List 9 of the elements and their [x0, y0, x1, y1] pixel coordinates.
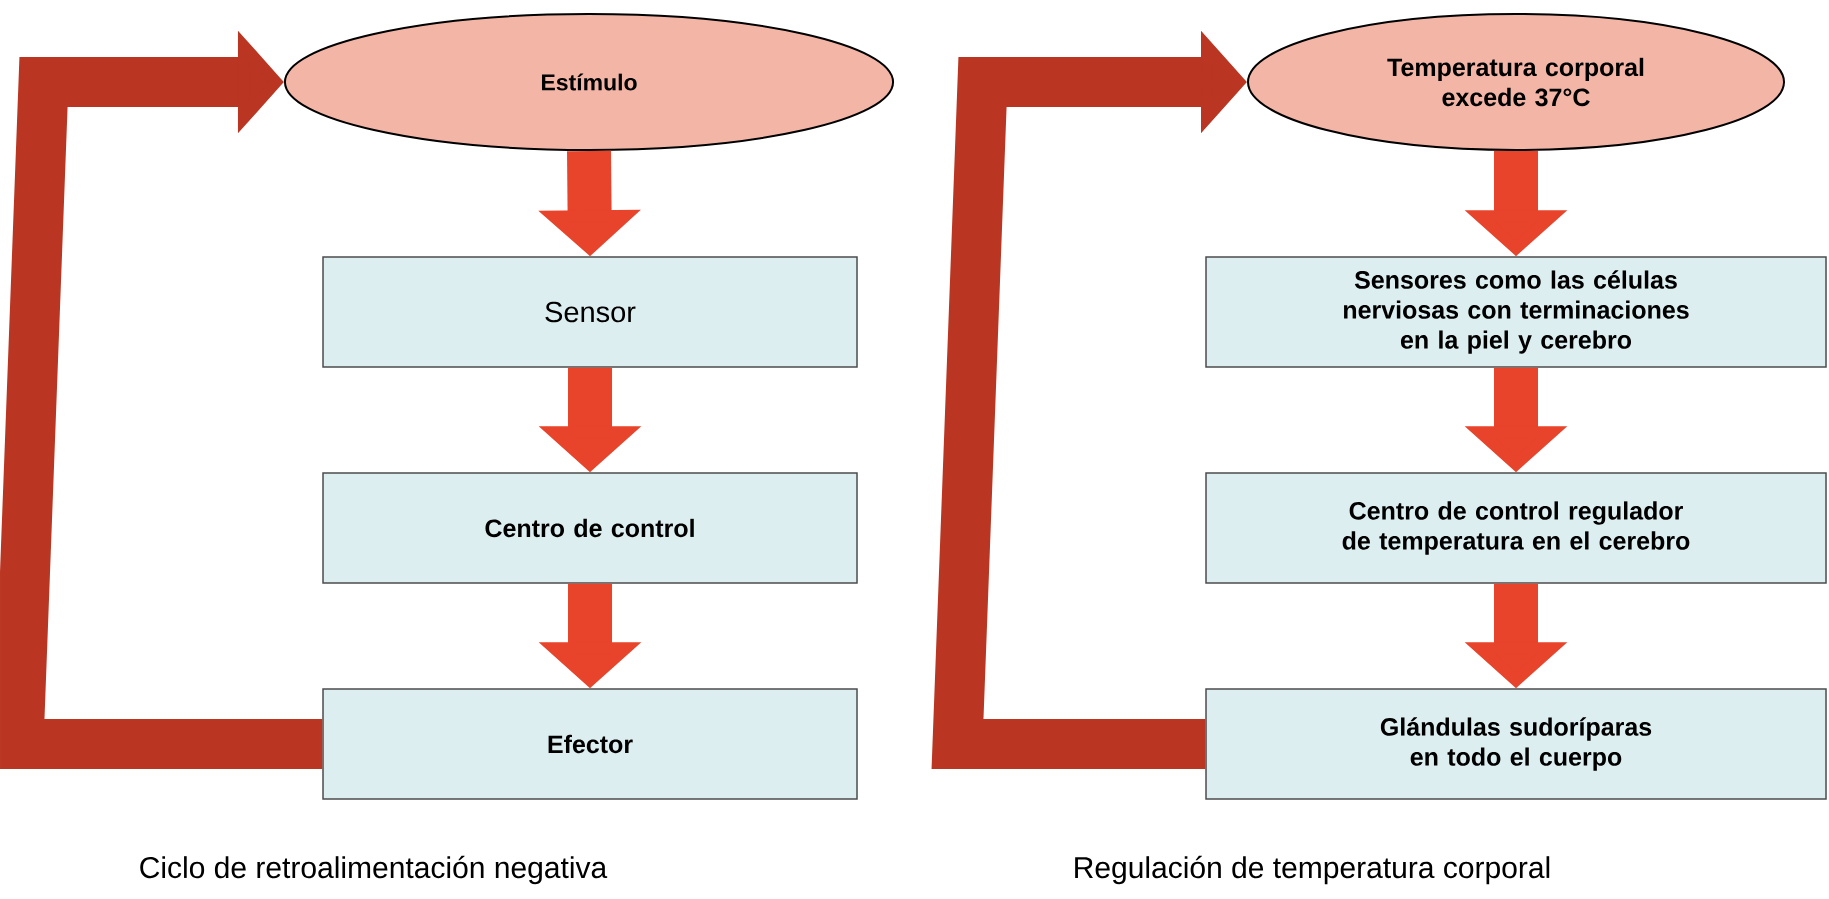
caption: Regulación de temperatura corporal: [1075, 855, 1550, 885]
caption: Ciclo de retroalimentación negativa: [140, 855, 608, 885]
process-box: Efector: [322, 688, 858, 800]
process-box: Centro de control regulador de temperatura en el cerebro: [1205, 472, 1827, 584]
process-box: Glándulas sudoríparas en todo el cuerpo: [1205, 688, 1827, 800]
process-box: Sensor: [322, 256, 858, 368]
process-box: Centro de control: [322, 472, 858, 584]
feedback-arrow: [0, 30, 323, 769]
process-box: Sensores como las células nerviosas con terminaciones en la piel y cerebro: [1205, 256, 1827, 368]
